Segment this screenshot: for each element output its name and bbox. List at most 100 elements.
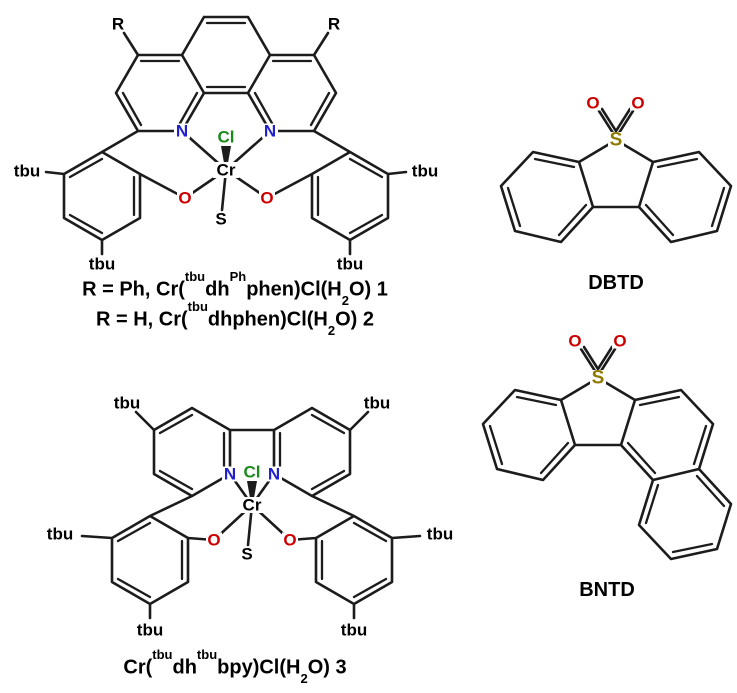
caption-1-segment: R = Ph, Cr(	[82, 278, 185, 301]
svg-text:tbu: tbu	[427, 525, 453, 544]
svg-text:S: S	[215, 210, 226, 229]
svg-text:tbu: tbu	[114, 394, 140, 413]
svg-text:tbu: tbu	[341, 621, 367, 640]
nitrogen-label: N	[262, 122, 278, 141]
r-group-label: R	[112, 15, 124, 34]
phen-complex: R R N N Cl Cr O O S tbu tbu	[14, 15, 438, 274]
compound-number: 3	[335, 656, 347, 679]
svg-text:R: R	[112, 15, 124, 34]
svg-text:O: O	[631, 94, 644, 113]
caption-3-segment: O)	[307, 656, 336, 679]
tbu-label: tbu	[341, 621, 367, 640]
caption-3-segment: Cr(	[123, 656, 153, 679]
oxygen-label: O	[259, 189, 275, 208]
bpy-complex: tbu tbu N N Cl Cr O O S tbu tbu	[47, 394, 453, 640]
svg-text:tbu: tbu	[337, 255, 363, 274]
dbtd-structure: S O O	[499, 94, 733, 244]
dbtd-bonds	[499, 107, 733, 244]
nitrogen-label: N	[174, 122, 190, 141]
caption-3-segment: dh	[172, 656, 197, 679]
tbu-label: tbu	[412, 162, 438, 181]
tbu-label: tbu	[137, 621, 163, 640]
caption-compound-1: R = Ph, Cr(tbudhPhphen)Cl(H2O) 1	[0, 269, 470, 309]
caption-3-subscript: 2	[300, 670, 308, 686]
caption-2-superscript: tbu	[187, 299, 208, 314]
svg-text:tbu: tbu	[412, 162, 438, 181]
compound-number: 2	[362, 308, 375, 331]
svg-text:S: S	[241, 545, 252, 564]
caption-1-subscript: 2	[341, 292, 349, 308]
svg-text:tbu: tbu	[364, 394, 390, 413]
svg-text:tbu: tbu	[137, 621, 163, 640]
svg-text:N: N	[224, 465, 236, 484]
caption-1-segment: O)	[348, 278, 377, 301]
oxygen-label: O	[567, 332, 583, 351]
svg-text:O: O	[613, 332, 626, 351]
caption-2-segment: R = H, Cr(	[95, 308, 188, 331]
svg-text:Cr: Cr	[217, 161, 236, 180]
oxygen-label: O	[585, 94, 601, 113]
svg-text:Cl: Cl	[218, 128, 235, 147]
caption-3-segment: bpy)Cl(H	[217, 656, 301, 679]
svg-text:O: O	[586, 94, 599, 113]
caption-3-superscript: tbu	[196, 647, 218, 662]
chromium-label: Cr	[213, 161, 239, 180]
chromium-label: Cr	[239, 496, 265, 515]
solvent-s-label: S	[214, 210, 228, 229]
svg-text:N: N	[264, 122, 276, 141]
tbu-label: tbu	[114, 394, 140, 413]
caption-2-segment: O)	[335, 308, 363, 331]
caption-1-segment: dh	[205, 278, 230, 301]
svg-text:O: O	[568, 332, 581, 351]
oxygen-label: O	[630, 94, 646, 113]
svg-text:Cl: Cl	[244, 463, 261, 482]
caption-1-superscript: tbu	[184, 269, 206, 284]
sulfone-sulfur-label: S	[608, 130, 624, 151]
caption-compound-2: R = H, Cr(tbudhphen)Cl(H2O) 2	[0, 299, 470, 339]
chlorine-label: Cl	[241, 463, 263, 482]
svg-text:tbu: tbu	[89, 255, 115, 274]
nitrogen-label: N	[222, 465, 238, 484]
tbu-label: tbu	[47, 525, 73, 544]
dbtd-label-text: DBTD	[588, 272, 644, 294]
svg-text:S: S	[610, 130, 623, 151]
oxygen-label: O	[612, 332, 628, 351]
caption-2-segment: dhphen)Cl(H	[207, 308, 328, 331]
svg-text:N: N	[268, 465, 280, 484]
solvent-s-label: S	[240, 545, 254, 564]
caption-1-superscript: Ph	[229, 269, 247, 284]
tbu-label: tbu	[14, 162, 40, 181]
svg-text:O: O	[260, 189, 273, 208]
chlorine-wedge-bond	[247, 481, 257, 498]
sulfone-sulfur-label: S	[590, 368, 606, 389]
caption-3-superscript: tbu	[152, 647, 173, 662]
svg-text:R: R	[328, 15, 340, 34]
svg-text:O: O	[207, 531, 220, 550]
svg-text:tbu: tbu	[14, 162, 40, 181]
svg-text:N: N	[176, 122, 188, 141]
caption-1-segment: phen)Cl(H	[246, 278, 342, 301]
svg-text:O: O	[178, 189, 191, 208]
tbu-label: tbu	[427, 525, 453, 544]
r-group-label: R	[328, 15, 340, 34]
oxygen-label: O	[206, 531, 222, 550]
chlorine-wedge-bond	[221, 146, 231, 163]
caption-compound-3: Cr(tbudhtbubpy)Cl(H2O) 3	[0, 647, 470, 687]
svg-text:Cr: Cr	[243, 496, 262, 515]
oxygen-label: O	[282, 531, 298, 550]
caption-2-subscript: 2	[327, 322, 336, 338]
phen-complex-double-bonds	[68, 21, 384, 235]
bpy-complex-double-bonds	[116, 413, 388, 599]
bntd-bonds	[481, 345, 733, 561]
compound-number: 1	[376, 278, 388, 301]
dbtd-double-bonds	[506, 157, 726, 237]
chlorine-label: Cl	[215, 128, 237, 147]
svg-text:O: O	[283, 531, 296, 550]
svg-text:tbu: tbu	[47, 525, 73, 544]
tbu-label: tbu	[364, 394, 390, 413]
nitrogen-label: N	[266, 465, 282, 484]
tbu-label: tbu	[337, 255, 363, 274]
dbtd-label: DBTD	[516, 271, 716, 295]
